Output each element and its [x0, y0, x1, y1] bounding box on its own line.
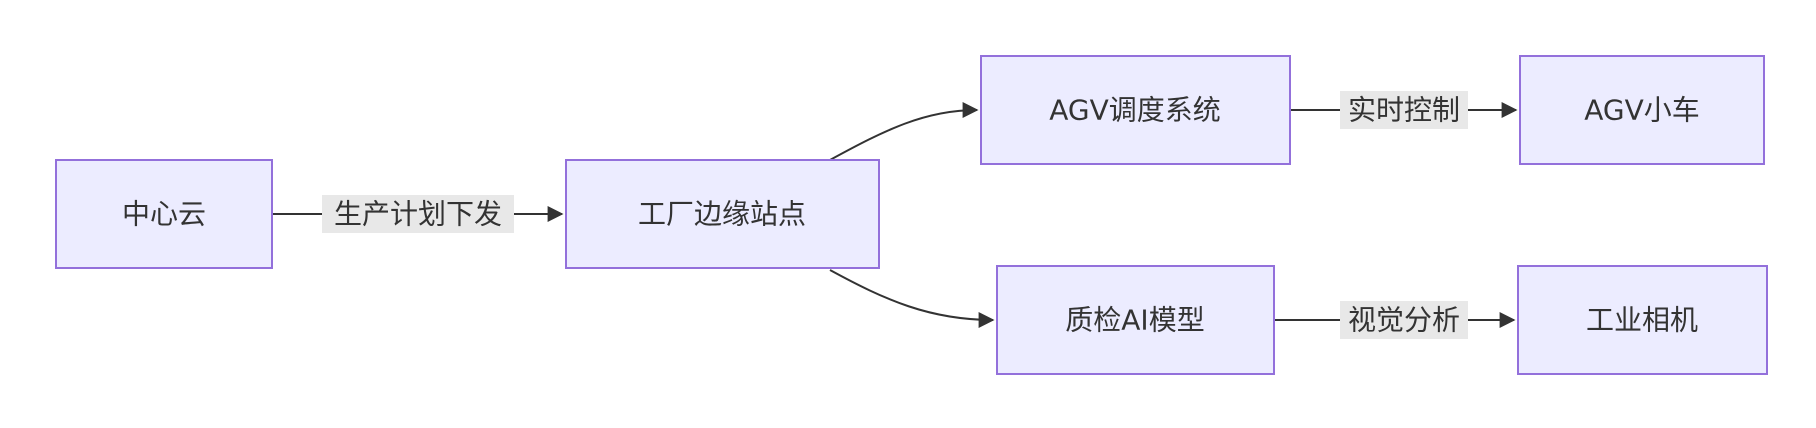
edge-edge-site-to-qc-model: [829, 269, 995, 328]
edge-label-sched-to-car: 实时控制: [1340, 91, 1468, 129]
node-agv-car[interactable]: AGV小车: [1519, 55, 1765, 165]
edge-label-text: 生产计划下发: [334, 198, 502, 231]
node-label: 质检AI模型: [1065, 304, 1204, 337]
node-qc-ai-model[interactable]: 质检AI模型: [996, 265, 1275, 375]
edge-labels: 生产计划下发 实时控制 视觉分析: [322, 91, 1468, 339]
node-label: 中心云: [122, 198, 206, 231]
edge-label-text: 视觉分析: [1348, 304, 1460, 337]
node-factory-edge-site[interactable]: 工厂边缘站点: [565, 159, 880, 269]
node-industrial-camera[interactable]: 工业相机: [1517, 265, 1768, 375]
edge-edge-site-to-agv-scheduling: [829, 102, 979, 161]
node-label: AGV调度系统: [1049, 94, 1221, 127]
node-label: 工厂边缘站点: [638, 198, 806, 231]
edge-label-model-to-camera: 视觉分析: [1340, 301, 1468, 339]
node-agv-scheduling-system[interactable]: AGV调度系统: [980, 55, 1291, 165]
node-label: 工业相机: [1586, 304, 1698, 337]
edge-label-cloud-to-edge: 生产计划下发: [322, 195, 514, 233]
edge-label-text: 实时控制: [1348, 94, 1460, 127]
nodes: 中心云 工厂边缘站点 AGV调度系统 AGV小车 质检AI模型 工业相机: [55, 55, 1768, 375]
node-label: AGV小车: [1584, 94, 1700, 127]
node-central-cloud[interactable]: 中心云: [55, 159, 273, 269]
